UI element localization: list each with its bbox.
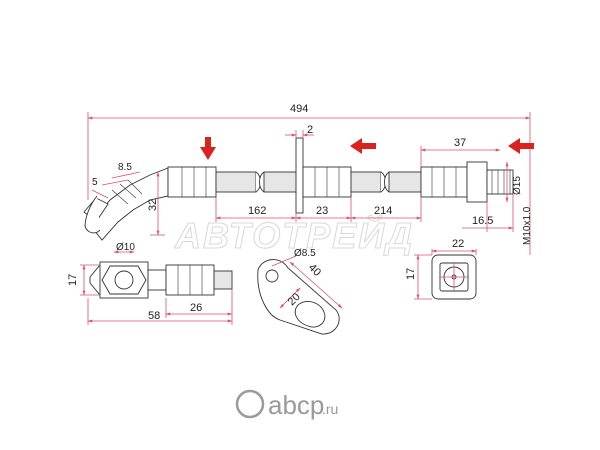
- nut-dimensions: 22 17: [405, 238, 477, 300]
- fitting-length-dimension: 37: [420, 137, 501, 167]
- fitting-diameter-label: Ø15: [512, 176, 523, 195]
- eye-fitting-detail: [89, 261, 233, 299]
- eye-dimensions: Ø10 17 26 58: [67, 242, 233, 325]
- thread-length-label: 16.5: [472, 215, 493, 227]
- hose-section-a-label: 162: [248, 205, 266, 217]
- eye-height-label: 17: [67, 274, 79, 286]
- eye-total-label: 58: [148, 310, 160, 322]
- hose-section-b-label: 214: [374, 205, 392, 217]
- bracket-thickness-label: 2: [307, 124, 313, 136]
- bend-dimensions: 8.5 5 32: [91, 162, 165, 236]
- thread-dimensions: 16.5 Ø15 M10x1.0: [462, 161, 533, 245]
- hose-section-dimensions: 162 23 214: [215, 197, 422, 222]
- logo-suffix: .ru: [322, 401, 338, 417]
- abcp-logo: abcp .ru: [235, 389, 338, 420]
- nut-height-label: 17: [405, 268, 417, 280]
- hose-body: [83, 137, 514, 241]
- logo-circle-icon: [235, 389, 265, 419]
- view-arrow-left: [200, 137, 216, 160]
- thread-size-label: M10x1.0: [522, 206, 533, 245]
- bracket-length-label: 40: [306, 262, 323, 279]
- nut-end-view: [431, 254, 477, 300]
- logo-text: abcp: [268, 390, 324, 420]
- end-length-label: 26: [190, 302, 202, 314]
- fitting-length-label: 37: [454, 137, 466, 149]
- bend-offset-label: 5: [92, 177, 98, 188]
- overall-length-label: 494: [290, 103, 308, 115]
- view-arrow-middle: [350, 138, 376, 154]
- bend-gap-label: 8.5: [118, 162, 132, 173]
- bracket-width-label: 23: [316, 205, 328, 217]
- bend-height-label: 32: [147, 199, 159, 211]
- nut-width-label: 22: [452, 238, 464, 250]
- overall-length-dimension: 494: [87, 103, 531, 255]
- eye-bore-label: Ø10: [116, 242, 135, 253]
- watermark-text: АВТОТРЕЙД: [174, 214, 414, 256]
- view-arrow-right: [508, 138, 534, 154]
- bracket-hole-label: Ø8.5: [294, 248, 316, 259]
- bracket-thickness-dimension: 2: [285, 124, 314, 138]
